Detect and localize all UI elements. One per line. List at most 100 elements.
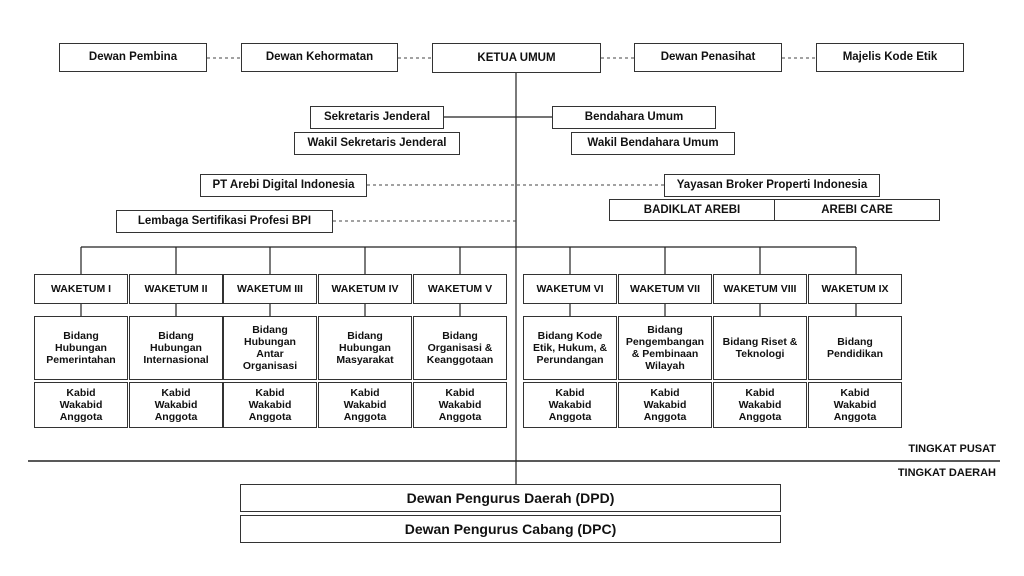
- waketum-title: WAKETUM IX: [821, 282, 889, 295]
- wabendahara-label: Wakil Bendahara Umum: [587, 137, 719, 149]
- tingkat-pusat-label: TINGKAT PUSAT: [908, 443, 996, 455]
- kabid-line: Kabid: [650, 387, 680, 399]
- tingkat-daerah-label: TINGKAT DAERAH: [897, 467, 996, 479]
- kabid-line: Wakabid: [643, 399, 687, 411]
- lsp-box: Lembaga Sertifikasi Profesi BPI: [116, 210, 333, 233]
- lsp-label: Lembaga Sertifikasi Profesi BPI: [137, 215, 312, 227]
- arebi-care-label: AREBI CARE: [821, 203, 893, 216]
- waketum-title: WAKETUM III: [237, 282, 303, 295]
- bidang-line: Hubungan: [55, 342, 107, 354]
- bidang-line: Wilayah: [645, 360, 685, 372]
- wabendahara-box: Wakil Bendahara Umum: [571, 132, 735, 155]
- bendahara-label: Bendahara Umum: [584, 111, 684, 123]
- majelis-kode-etik-label: Majelis Kode Etik: [842, 51, 938, 63]
- waketum-title-box: WAKETUM I: [34, 274, 128, 304]
- dewan-pembina-label: Dewan Pembina: [88, 51, 178, 63]
- waketum-title-box: WAKETUM II: [129, 274, 223, 304]
- bidang-line: Bidang: [837, 336, 873, 348]
- kabid-line: Wakabid: [343, 399, 387, 411]
- waketum-title-box: WAKETUM VII: [618, 274, 712, 304]
- dpc-label: Dewan Pengurus Cabang (DPC): [404, 520, 617, 537]
- kabid-line: Kabid: [66, 387, 96, 399]
- waketum-title: WAKETUM I: [50, 282, 112, 295]
- bidang-line: Organisasi: [242, 360, 298, 372]
- sekjen-box: Sekretaris Jenderal: [310, 106, 444, 129]
- bidang-line: Etik, Hukum, &: [532, 342, 608, 354]
- kabid-line: Kabid: [445, 387, 475, 399]
- kabid-line: Wakabid: [548, 399, 592, 411]
- dewan-penasihat-box: Dewan Penasihat: [634, 43, 782, 72]
- kabid-line: Kabid: [255, 387, 285, 399]
- kabid-line: Anggota: [343, 411, 387, 423]
- kabid-line: Wakabid: [438, 399, 482, 411]
- pt-arebi-label: PT Arebi Digital Indonesia: [212, 179, 355, 191]
- kabid-line: Anggota: [438, 411, 482, 423]
- wasekjen-label: Wakil Sekretaris Jenderal: [307, 137, 447, 149]
- waketum-title-box: WAKETUM III: [223, 274, 317, 304]
- bidang-line: Keanggotaan: [426, 354, 494, 366]
- bidang-line: Teknologi: [735, 348, 785, 360]
- kabid-line: Anggota: [833, 411, 877, 423]
- dpd-label: Dewan Pengurus Daerah (DPD): [406, 489, 615, 506]
- kabid-line: Wakabid: [154, 399, 198, 411]
- bidang-line: Bidang: [647, 324, 683, 336]
- bidang-box: Bidang Riset &Teknologi: [713, 316, 807, 380]
- kabid-line: Anggota: [59, 411, 103, 423]
- arebi-care-box: AREBI CARE: [774, 199, 940, 221]
- waketum-title: WAKETUM V: [427, 282, 493, 295]
- waketum-title-box: WAKETUM IX: [808, 274, 902, 304]
- kabid-line: Wakabid: [59, 399, 103, 411]
- bidang-line: Bidang: [158, 330, 194, 342]
- bidang-line: Pendidikan: [826, 348, 883, 360]
- dewan-kehormatan-label: Dewan Kehormatan: [265, 51, 374, 63]
- bidang-line: Perundangan: [536, 354, 604, 366]
- waketum-title: WAKETUM II: [144, 282, 208, 295]
- kabid-line: Anggota: [248, 411, 292, 423]
- bidang-line: Bidang: [252, 324, 288, 336]
- bidang-line: Bidang: [63, 330, 99, 342]
- kabid-line: Kabid: [555, 387, 585, 399]
- bidang-line: Organisasi &: [427, 342, 493, 354]
- kabid-line: Anggota: [738, 411, 782, 423]
- kabid-line: Wakabid: [738, 399, 782, 411]
- waketum-title-box: WAKETUM VIII: [713, 274, 807, 304]
- ketua-umum-label: KETUA UMUM: [477, 51, 556, 64]
- wasekjen-box: Wakil Sekretaris Jenderal: [294, 132, 460, 155]
- bendahara-box: Bendahara Umum: [552, 106, 716, 129]
- kabid-line: Anggota: [548, 411, 592, 423]
- waketum-title-box: WAKETUM V: [413, 274, 507, 304]
- kabid-line: Kabid: [840, 387, 870, 399]
- badiklat-label: BADIKLAT AREBI: [643, 203, 741, 216]
- majelis-kode-etik-box: Majelis Kode Etik: [816, 43, 964, 72]
- dewan-kehormatan-box: Dewan Kehormatan: [241, 43, 398, 72]
- ketua-umum-box: KETUA UMUM: [432, 43, 601, 73]
- kabid-line: Wakabid: [248, 399, 292, 411]
- bidang-line: Pemerintahan: [46, 354, 116, 366]
- dpd-box: Dewan Pengurus Daerah (DPD): [240, 484, 781, 512]
- kabid-line: Kabid: [350, 387, 380, 399]
- bidang-line: Hubungan: [150, 342, 202, 354]
- kabid-line: Anggota: [154, 411, 198, 423]
- bidang-line: Antar: [256, 348, 284, 360]
- kabid-line: Kabid: [745, 387, 775, 399]
- bidang-line: Pengembangan: [625, 336, 705, 348]
- yayasan-label: Yayasan Broker Properti Indonesia: [676, 179, 868, 191]
- waketum-title: WAKETUM VII: [630, 282, 700, 295]
- pt-arebi-box: PT Arebi Digital Indonesia: [200, 174, 367, 197]
- waketum-title: WAKETUM VI: [536, 282, 604, 295]
- waketum-title: WAKETUM VIII: [723, 282, 797, 295]
